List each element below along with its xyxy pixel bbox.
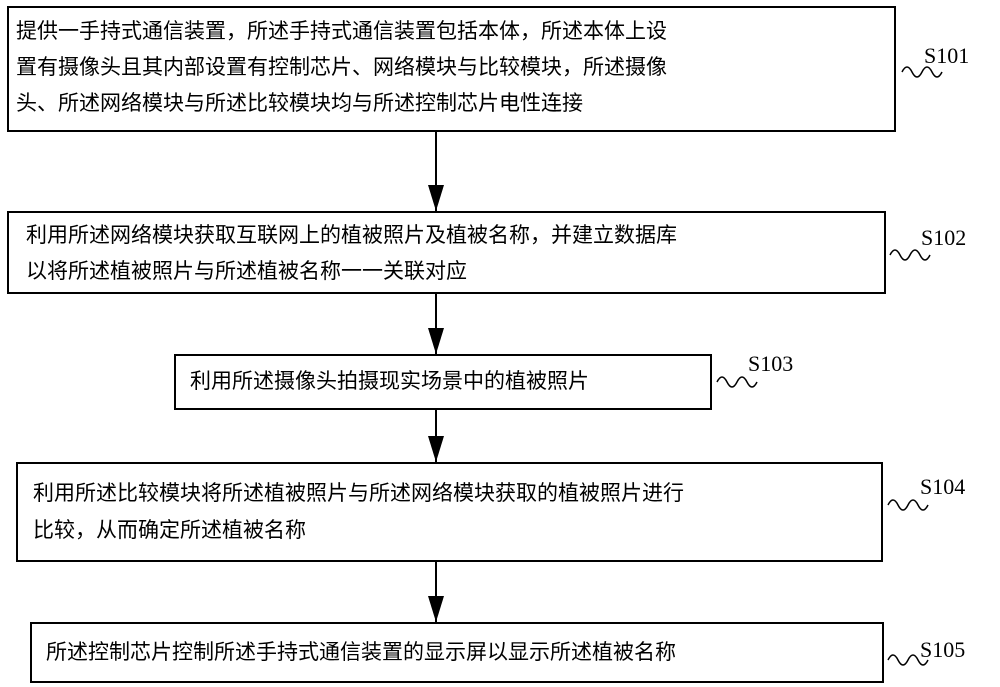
step-text-s101-line3: 头、所述网络模块与所述比较模块均与所述控制芯片电性连接 (16, 91, 583, 115)
step-text-s104-line1: 利用所述比较模块将所述植被照片与所述网络模块获取的植被照片进行 (33, 481, 684, 505)
step-text-s102-line2: 以将所述植被照片与所述植被名称一一关联对应 (26, 259, 467, 283)
step-text-s104-line2: 比较，从而确定所述植被名称 (33, 518, 306, 542)
step-text-s101-line1: 提供一手持式通信装置，所述手持式通信装置包括本体，所述本体上设 (16, 19, 667, 43)
step-label-s101: S101 (924, 43, 970, 68)
step-box-s103 (174, 354, 712, 410)
step-box-s104 (16, 462, 883, 562)
arrowhead-s104-s105 (428, 596, 444, 622)
leader-s103 (716, 376, 758, 388)
step-text-s105-line1: 所述控制芯片控制所述手持式通信装置的显示屏以显示所述植被名称 (46, 640, 676, 664)
leader-s105 (887, 654, 929, 666)
step-label-s104: S104 (920, 474, 966, 499)
leader-s104 (887, 499, 929, 511)
leader-s101 (901, 66, 943, 78)
step-box-s102 (7, 211, 886, 294)
step-text-s103-line1: 利用所述摄像头拍摄现实场景中的植被照片 (190, 369, 589, 393)
arrowhead-s103-s104 (428, 436, 444, 462)
step-text-s101-line2: 置有摄像头且其内部设置有控制芯片、网络模块与比较模块，所述摄像 (16, 55, 667, 79)
step-text-s102-line1: 利用所述网络模块获取互联网上的植被照片及植被名称，并建立数据库 (26, 223, 677, 247)
step-label-s103: S103 (748, 351, 794, 376)
arrowhead-s101-s102 (428, 185, 444, 211)
step-label-s102: S102 (921, 225, 967, 250)
step-label-s105: S105 (920, 637, 966, 662)
leader-s102 (889, 249, 931, 261)
arrowhead-s102-s103 (428, 328, 444, 354)
step-box-s105 (30, 622, 884, 683)
step-box-s101 (7, 6, 896, 132)
